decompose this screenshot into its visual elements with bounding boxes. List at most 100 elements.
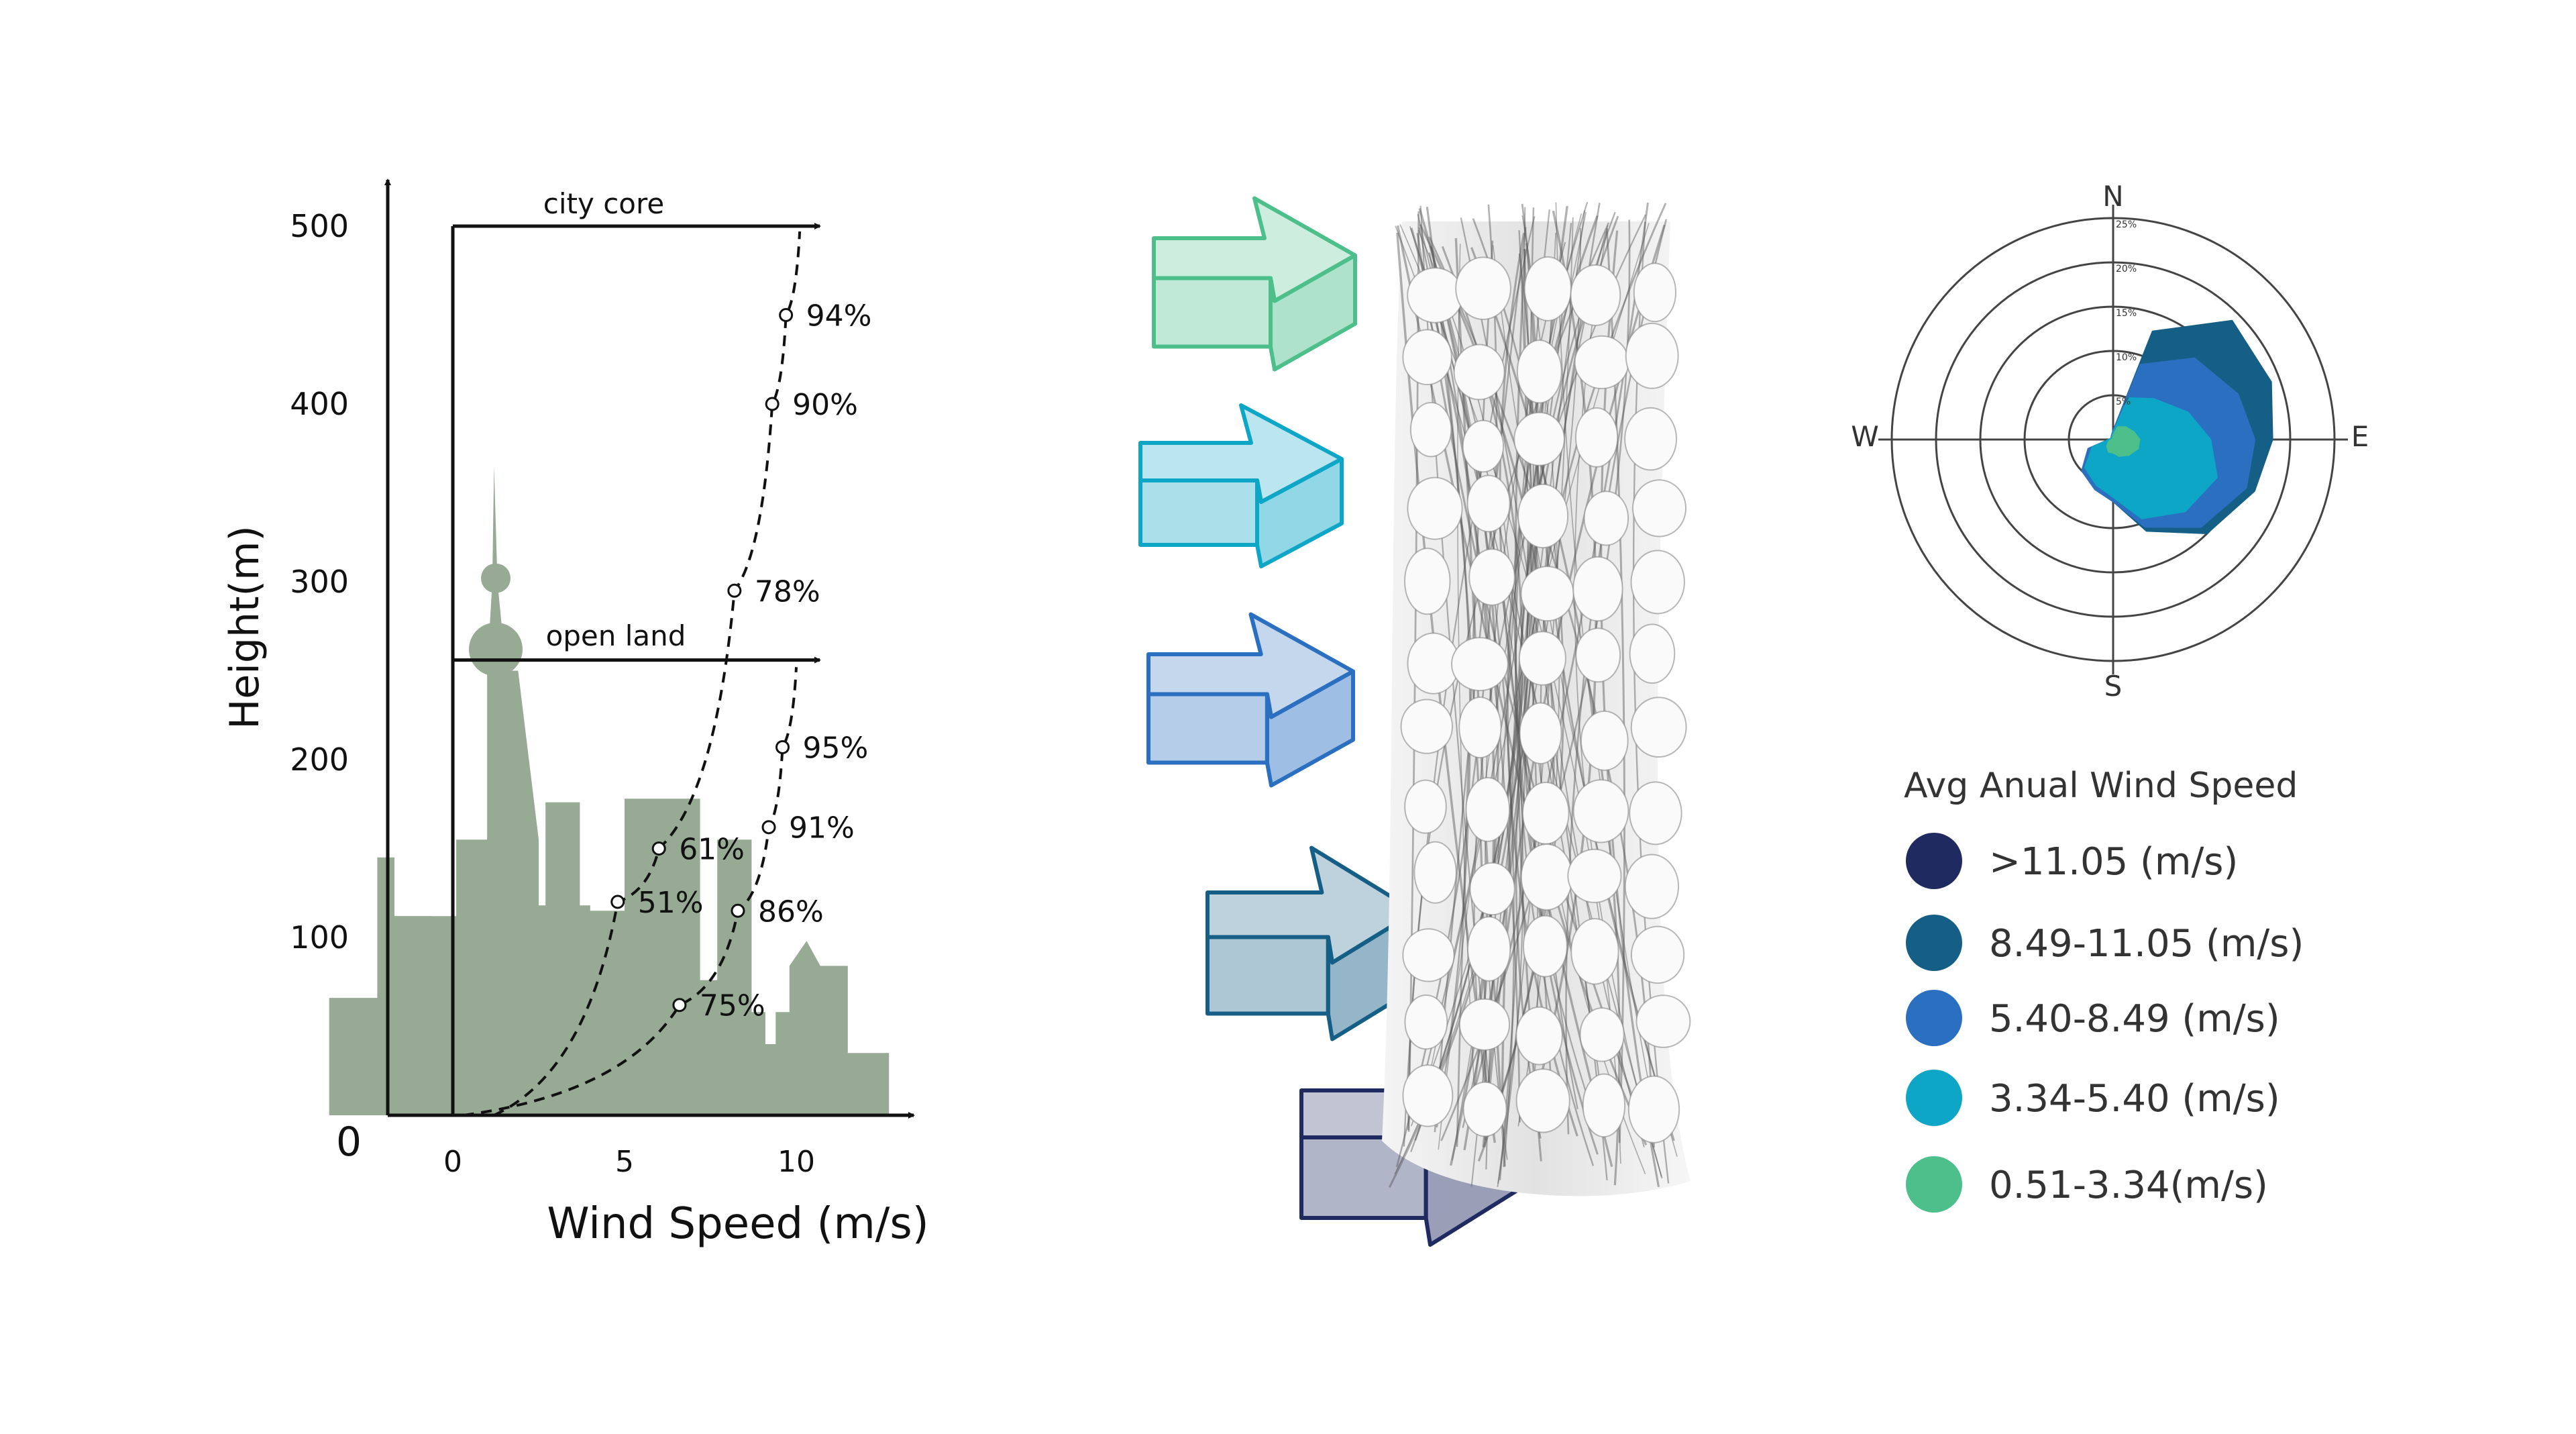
tower-cell: [1625, 322, 1679, 389]
profile-percent-label: 51%: [638, 886, 704, 920]
profile-marker: [610, 894, 625, 909]
tower-cell: [1522, 781, 1570, 845]
wind-rose-direction-label: E: [2351, 420, 2369, 453]
arrow-0-51: [1152, 196, 1357, 372]
wind-rose-direction-label: S: [2104, 670, 2123, 703]
tower-cell: [1468, 548, 1515, 606]
tower-cell: [1580, 710, 1629, 771]
tower-cell: [1572, 779, 1629, 843]
arrow-front-face: [1146, 692, 1269, 765]
x-tick-label: 0: [443, 1145, 462, 1179]
tower-cell: [1630, 925, 1685, 984]
legend-label: 8.49-11.05 (m/s): [1989, 922, 2304, 966]
tower-cell: [1583, 491, 1629, 546]
profile-marker: [765, 397, 780, 411]
profile-marker: [779, 308, 794, 322]
tower-cell: [1567, 848, 1622, 903]
city-core-label: city core: [543, 187, 664, 220]
y-tick-label: 300: [290, 564, 349, 600]
y-axis-label: Height(m): [221, 525, 268, 729]
tower-cell: [1631, 479, 1687, 537]
legend-swatch: [1906, 990, 1962, 1046]
tower-strand: [1428, 252, 1521, 1123]
profile-percent-label: 90%: [792, 388, 858, 422]
tower-cell: [1624, 407, 1678, 471]
profile-percent-label: 61%: [679, 833, 745, 867]
tower-cell: [1409, 402, 1452, 458]
profile-marker: [727, 583, 742, 598]
profile-marker: [672, 998, 687, 1013]
tower-cell: [1413, 841, 1457, 904]
legend-swatch: [1906, 1156, 1962, 1213]
tower-cell: [1572, 556, 1623, 622]
tower-cell: [1515, 1068, 1570, 1133]
tower-strand: [1523, 215, 1619, 1155]
tower-cell: [1462, 1081, 1507, 1137]
tower-cell: [1519, 702, 1562, 764]
legend-label: 0.51-3.34(m/s): [1989, 1164, 2268, 1207]
tower-strand: [1497, 217, 1574, 1184]
tower-cell: [1400, 699, 1454, 754]
tower-cell: [1402, 928, 1455, 982]
legend-swatch: [1906, 1070, 1962, 1126]
legend-item: 3.34-5.40 (m/s): [1906, 1070, 2280, 1126]
tower-cell: [1630, 550, 1685, 615]
profile-marker: [731, 903, 745, 918]
arrow-5-40: [1146, 612, 1355, 788]
tower-cell: [1518, 631, 1566, 686]
profile-percent-label: 94%: [806, 299, 872, 334]
tower-cell: [1450, 637, 1509, 692]
tower-cell: [1402, 329, 1452, 386]
wind-speed-legend: Avg Anual Wind Speed >11.05 (m/s)8.49-11…: [1904, 766, 2304, 1213]
tower-cell: [1404, 994, 1448, 1050]
wind-rose-direction-label: W: [1851, 420, 1879, 453]
arrow-front-face: [1205, 935, 1330, 1016]
tower-cell: [1630, 697, 1687, 758]
profile-percent-label: 75%: [700, 989, 765, 1023]
tower-cell: [1624, 854, 1680, 919]
profile-percent-label: 78%: [755, 574, 820, 609]
legend-label: 3.34-5.40 (m/s): [1989, 1077, 2280, 1121]
arrow-front-face: [1138, 478, 1259, 547]
tower-cell: [1629, 623, 1676, 684]
profile-marker: [761, 820, 776, 835]
tower-cell: [1520, 566, 1574, 622]
tower-cell: [1466, 474, 1511, 533]
profile-curve-city-core: [493, 231, 802, 1117]
tower-strand: [1499, 232, 1648, 1145]
wind-rose-direction-label: N: [2102, 180, 2123, 213]
tower-cell: [1407, 476, 1463, 540]
wind-rose-ring-label: 20%: [2116, 264, 2137, 274]
arrow-front-face: [1152, 276, 1273, 349]
legend-swatch: [1906, 915, 1962, 971]
tower-cell: [1407, 267, 1464, 323]
tower-cell: [1513, 411, 1565, 466]
profile-percent-label: 91%: [789, 811, 855, 846]
wind-rose-ring-label: 15%: [2116, 308, 2137, 319]
arrow-side-face: [1269, 253, 1357, 372]
tower-cell: [1465, 776, 1511, 842]
tower-cell: [1575, 627, 1621, 683]
tower-cell: [1404, 548, 1451, 615]
tower-cell: [1579, 1007, 1625, 1062]
tower-cell: [1629, 781, 1682, 846]
tower-illustration: [1382, 201, 1691, 1196]
origin-label: 0: [336, 1119, 362, 1166]
tower-cell: [1582, 1073, 1626, 1138]
legend-label: 5.40-8.49 (m/s): [1989, 997, 2280, 1041]
tower-cell: [1522, 915, 1568, 978]
tower-cell: [1469, 862, 1515, 916]
open-land-label: open land: [546, 619, 686, 652]
tower-strand: [1515, 201, 1599, 1127]
tower-cell: [1453, 344, 1505, 401]
tower-cell: [1458, 998, 1511, 1051]
tower-cell: [1570, 917, 1619, 985]
legend-label: >11.05 (m/s): [1989, 840, 2238, 884]
tower-cell: [1574, 335, 1629, 390]
tower-cell: [1520, 843, 1573, 911]
